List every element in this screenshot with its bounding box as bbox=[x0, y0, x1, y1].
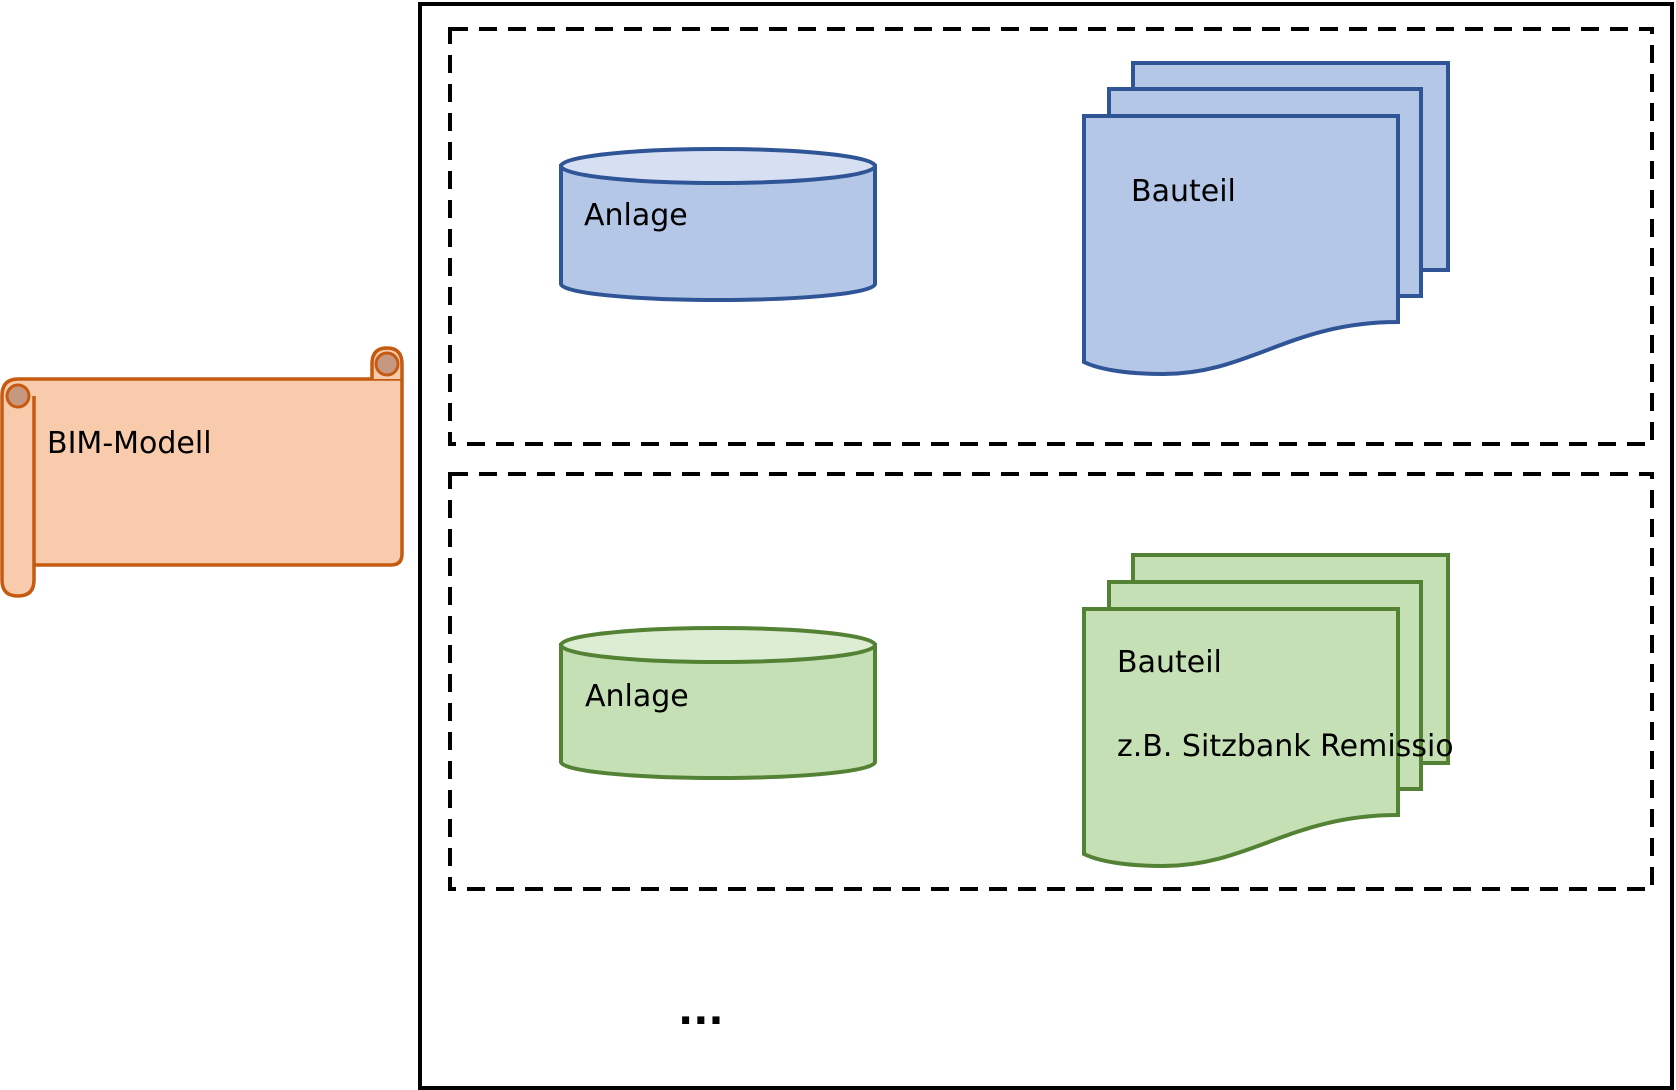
group-1-dashed-frame bbox=[448, 27, 1654, 446]
bim-model-label: BIM-Modell bbox=[47, 426, 212, 461]
scroll-curl-top-right bbox=[374, 351, 400, 377]
cylinder-body bbox=[559, 643, 877, 780]
group-1-bauteil-multidocument: Bauteil bbox=[1082, 61, 1450, 377]
document-sheet-front bbox=[1082, 607, 1400, 869]
outer-container bbox=[418, 2, 1674, 1090]
cylinder-top bbox=[559, 147, 877, 185]
document-sheet-front bbox=[1082, 114, 1400, 377]
group-2-bauteil-multidocument: Bauteil z.B. Sitzbank Remissio bbox=[1082, 553, 1454, 869]
group-1-anlage-cylinder: Anlage bbox=[559, 147, 877, 302]
group-1-anlage-label: Anlage bbox=[584, 198, 688, 233]
scroll-body bbox=[0, 377, 404, 598]
scroll-curl-left bbox=[5, 383, 31, 409]
cylinder-top bbox=[559, 626, 877, 664]
group-2-dashed-frame bbox=[448, 472, 1654, 891]
group-1-bauteil-label: Bauteil bbox=[1131, 174, 1236, 209]
ellipsis-more: ... bbox=[678, 988, 724, 1034]
bim-model-scroll: BIM-Modell bbox=[0, 346, 404, 598]
cylinder-body bbox=[559, 164, 877, 302]
group-2-anlage-label: Anlage bbox=[585, 679, 689, 714]
group-2-anlage-cylinder: Anlage bbox=[559, 626, 877, 780]
group-2-bauteil-label: Bauteil bbox=[1117, 645, 1222, 680]
group-2-bauteil-example: z.B. Sitzbank Remissio bbox=[1117, 729, 1454, 764]
